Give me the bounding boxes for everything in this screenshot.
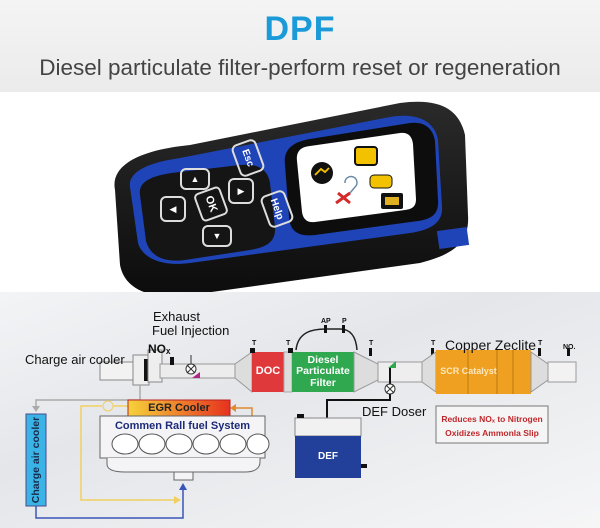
exhaust-pipe-2 [377,361,423,383]
dpf-label-line2: Particulate [296,365,350,378]
t-sensor-label-5: T [538,340,543,347]
def-injector-marker [388,361,396,368]
injector-marker [192,372,200,378]
info-line-2: Oxidizes Ammonla Slip [445,428,539,438]
engine-check-icon [354,146,378,166]
right-button[interactable]: ▶ [228,178,254,204]
header-band [0,0,600,92]
info-line-1: Reduces NOₓ to Nitrogen [441,414,543,424]
oil-reset-icon [311,162,333,184]
exhaust-system-diagram [25,325,577,519]
dpf-block [292,352,354,392]
nox-out-label: NO. [563,344,576,351]
ap-sensor-label: AP [321,318,331,325]
outlet-pipe [547,361,577,383]
scr-block [436,350,531,394]
copper-zeolite-label: Copper Zeclite [445,337,537,353]
charge-air-cooler-vertical-label-wrap: Charge air cooler [26,414,46,506]
dpf-label-line1: Diesel [307,354,339,367]
t-sensor-label-2: T [286,340,291,347]
nox-sensor-1 [170,357,174,365]
usb-port [436,226,470,250]
keypad-panel [139,164,276,261]
t-sensor-label-3: T [369,340,374,347]
charge-air-cooler-label: Charge air cooler [25,352,125,367]
tools-icon [335,191,351,205]
common-rail-label: Commen Rall fuel System [114,420,251,432]
p-sensor-label: P [342,318,347,325]
engine-cylinders [111,433,270,455]
car-icon [369,174,393,189]
def-tank [295,436,361,478]
left-button[interactable]: ◀ [160,196,186,222]
tpms-sensor-icon [344,175,358,194]
info-box-text: Reduces NOₓ to Nitrogen Oxidizes Ammonla… [436,412,548,440]
def-doser-label: DEF Doser [362,404,427,419]
t-sensor-label-1: T [252,340,257,347]
dpf-label: Diesel Particulate Filter [292,352,354,392]
dpf-label-line3: Filter [310,376,336,389]
charge-air-cooler-vertical-label: Charge air cooler [30,416,42,504]
up-button[interactable]: ▲ [180,168,210,190]
fuel-injection-label: Fuel Injection [152,323,230,338]
info-box [435,405,549,444]
down-button[interactable]: ▼ [202,225,232,247]
t-sensor-label-4: T [431,340,436,347]
exhaust-label: Exhaust [153,309,200,324]
doc-block [252,352,284,392]
page-subtitle: Diesel particulate filter-perform reset … [39,55,561,80]
scr-catalyst-label: SCR Catalyst [440,366,497,377]
obd-scanner-device [114,101,470,295]
page-title: DPF [264,10,336,48]
doc-label: DOC [255,365,281,378]
nox-in-label: NOₓ [148,342,171,356]
egr-cooler-label: EGR Cooler [148,402,210,414]
def-tank-label: DEF [318,450,338,462]
